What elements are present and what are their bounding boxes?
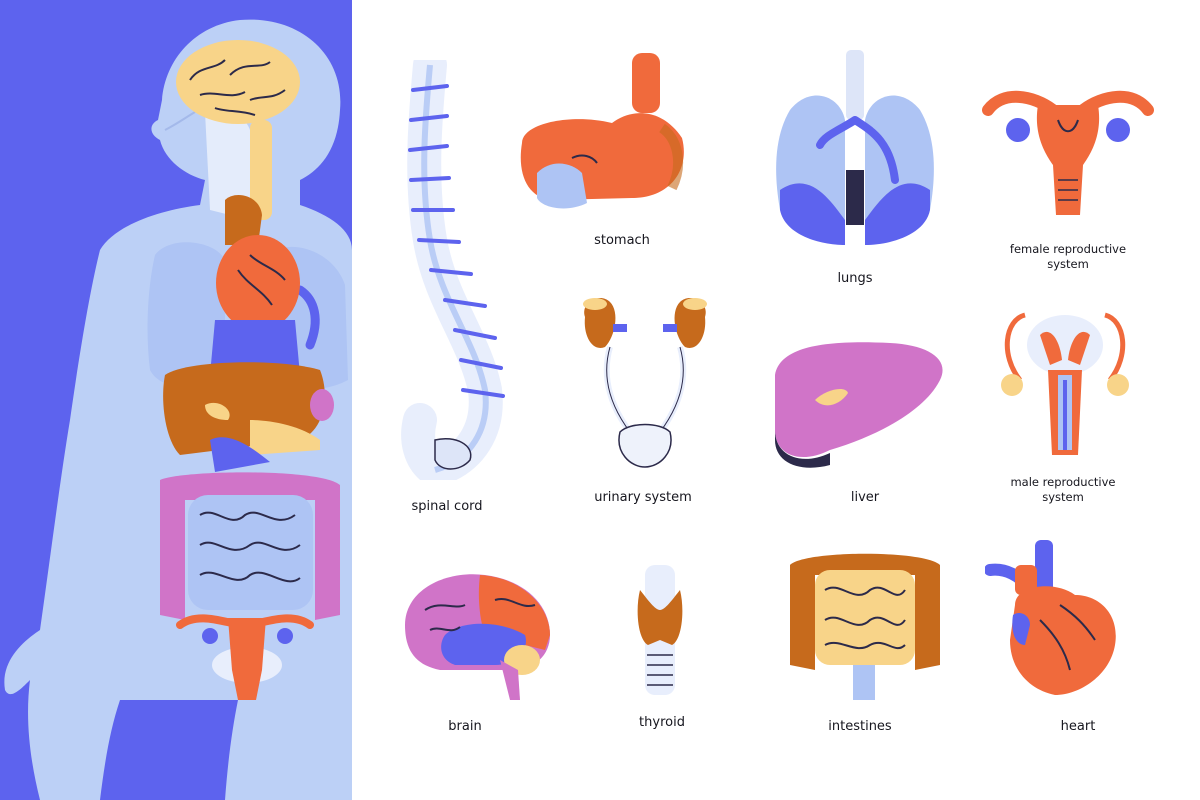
anatomy-figure-panel [0,0,352,800]
lungs-icon [776,50,934,245]
label-thyroid: thyroid [639,715,685,730]
liver-icon [775,342,943,468]
label-heart: heart [1060,719,1096,734]
brain-icon [405,574,550,700]
label-brain: brain [448,719,482,734]
male-reproductive-system-icon [1001,312,1129,455]
label-male-reproductive: male reproductive system [978,475,1148,505]
intestines-icon [790,553,940,700]
label-intestines: intestines [828,719,892,734]
label-female-reproductive: female reproductive system [983,242,1153,272]
stomach-icon [520,53,684,209]
female-reproductive-system-icon [982,90,1154,215]
label-liver: liver [850,490,880,505]
figure-intestines-icon [160,472,340,620]
label-urinary-system: urinary system [594,490,692,505]
label-spinal-cord: spinal cord [411,499,483,514]
label-male-reproductive-line2: system [1042,490,1084,504]
trachea-shape [250,120,272,220]
thyroid-icon [637,565,683,695]
spinal-cord-icon [401,60,505,480]
label-female-reproductive-line1: female reproductive [1009,242,1127,256]
figure-diaphragm [210,320,300,375]
label-female-reproductive-line2: system [1047,257,1089,271]
human-body-illustration [4,19,352,800]
label-lungs: lungs [837,271,873,286]
figure-liver-icon [163,362,334,472]
figure-uterus-icon [176,614,314,700]
urinary-system-icon [583,297,707,468]
figure-brain-icon [176,40,300,124]
heart-icon [985,540,1116,695]
label-stomach: stomach [594,233,650,248]
label-male-reproductive-line1: male reproductive [1010,475,1116,489]
figure-heart-icon [216,195,300,331]
